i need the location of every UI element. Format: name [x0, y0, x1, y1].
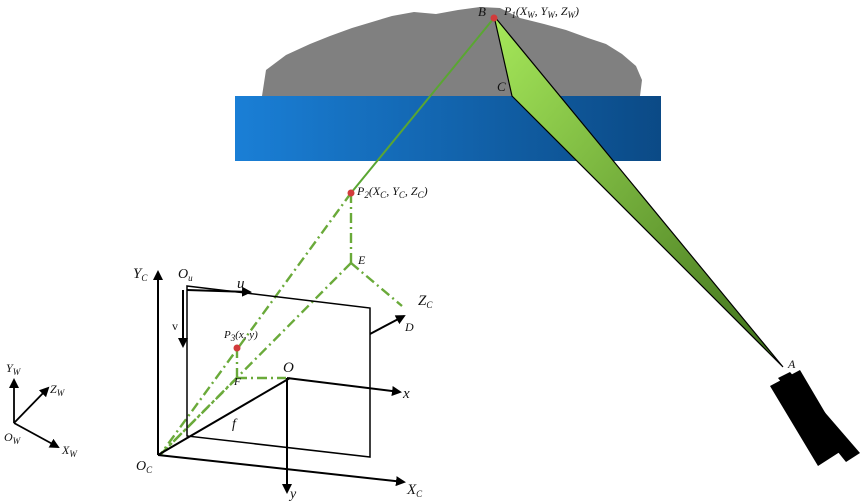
label-O: O [283, 360, 294, 376]
label-Xw: XW [61, 443, 78, 459]
label-Xc: XC [406, 482, 423, 499]
label-F: F [233, 376, 241, 388]
label-y: y [288, 487, 297, 501]
label-P1: P1(XW, YW, ZW) [503, 4, 579, 20]
label-B: B [478, 4, 486, 19]
label-Yw: YW [6, 361, 22, 377]
camera-axes [153, 270, 406, 494]
point-p1-dot [490, 14, 498, 22]
label-D: D [404, 320, 414, 334]
label-Zw: ZW [50, 382, 66, 398]
label-P3: P3(x, y) [223, 329, 258, 343]
label-C: C [497, 79, 506, 94]
projection-lines [159, 192, 403, 456]
label-P2: P2(XC, YC, ZC) [356, 184, 428, 200]
rock-surface [262, 7, 642, 96]
label-E: E [357, 253, 366, 267]
label-Ow: OW [4, 430, 22, 446]
label-v: v [172, 319, 178, 333]
label-u: u [237, 276, 245, 292]
label-Ou: Ou [178, 267, 193, 283]
label-Zc: ZC [418, 293, 433, 310]
world-axes [9, 378, 60, 448]
label-A: A [787, 357, 796, 371]
point-p2-dot [347, 189, 355, 197]
label-x: x [402, 386, 410, 402]
laser-device-icon [770, 370, 860, 466]
label-f: f [232, 417, 238, 432]
ray-line [350, 17, 495, 194]
laser-beam [493, 15, 784, 368]
image-plane [186, 285, 371, 458]
point-p3-dot [233, 344, 241, 352]
label-Oc: OC [136, 459, 153, 475]
label-Yc: YC [133, 266, 148, 283]
